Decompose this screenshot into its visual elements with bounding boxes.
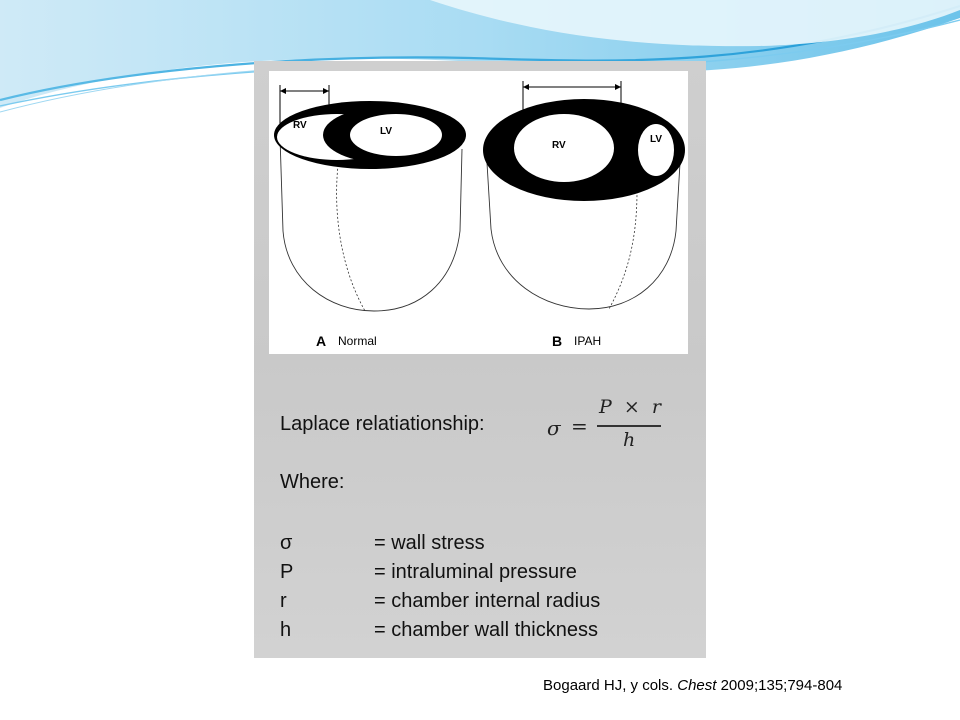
definition-symbol: r bbox=[280, 590, 287, 612]
laplace-label: Laplace relatiationship: bbox=[280, 413, 485, 435]
formula-denominator: h bbox=[623, 429, 636, 451]
citation-details: 2009;135;794-804 bbox=[720, 677, 843, 694]
heart-diagram: RV LV RV LV A Normal B IPAH bbox=[269, 71, 688, 354]
definition-text: = wall stress bbox=[374, 532, 485, 554]
definition-symbol: h bbox=[280, 619, 292, 641]
formula-numerator: P × r bbox=[599, 396, 661, 418]
formula-equals: = bbox=[571, 414, 588, 438]
normal-heart-drawing bbox=[274, 85, 466, 312]
panel-b-name: IPAH bbox=[574, 334, 602, 348]
citation-journal: Chest bbox=[677, 677, 717, 694]
citation-authors: Bogaard HJ, y cols. bbox=[543, 677, 674, 694]
definition-symbol: σ bbox=[280, 532, 293, 554]
definition-text: = chamber wall thickness bbox=[374, 619, 598, 641]
where-label: Where: bbox=[280, 471, 345, 493]
ipah-rv-label: RV bbox=[552, 140, 566, 151]
heart-illustration bbox=[274, 81, 685, 312]
formula-sigma: σ bbox=[547, 416, 561, 440]
ipah-lv-label: LV bbox=[650, 134, 663, 145]
fraction-bar bbox=[597, 425, 661, 427]
ipah-heart-drawing bbox=[483, 81, 685, 310]
definition-text: = intraluminal pressure bbox=[374, 561, 577, 583]
figure-panel: RV LV RV LV A Normal B IPAH Laplace rela… bbox=[254, 61, 706, 658]
normal-lv-label: LV bbox=[380, 126, 393, 137]
panel-a-name: Normal bbox=[338, 334, 377, 348]
definition-symbol: P bbox=[280, 561, 294, 583]
laplace-formula: σ = P × r h bbox=[547, 396, 697, 456]
normal-rv-label: RV bbox=[293, 120, 307, 131]
citation: Bogaard HJ, y cols. Chest 2009;135;794-8… bbox=[543, 677, 842, 694]
panel-a-letter: A bbox=[316, 333, 327, 349]
panel-b-letter: B bbox=[552, 333, 563, 349]
definition-text: = chamber internal radius bbox=[374, 590, 601, 612]
